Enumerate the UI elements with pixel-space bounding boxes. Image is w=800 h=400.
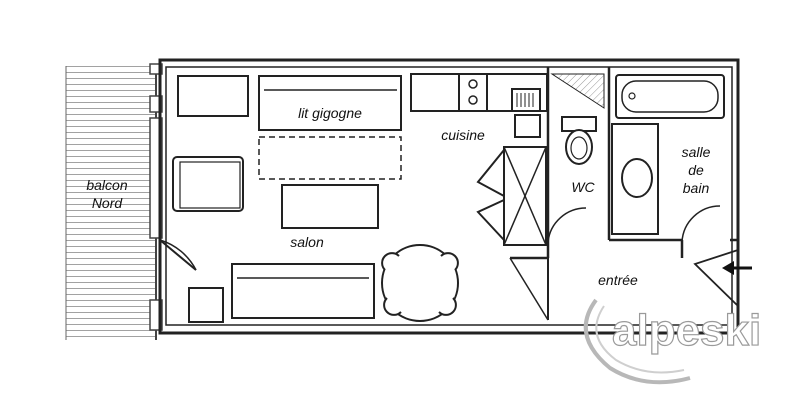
label-wc: WC: [571, 179, 595, 195]
dining-table: [381, 244, 459, 322]
toilet-tank: [561, 116, 597, 132]
label-de: de: [688, 162, 704, 178]
label-salle: salle: [682, 144, 711, 160]
bathroom: [611, 74, 725, 243]
watermark-text: alpeski: [612, 306, 761, 355]
salon-furniture: [172, 75, 459, 323]
oven: [511, 88, 541, 112]
arrow-left-icon: [722, 261, 752, 275]
label-nord: Nord: [92, 195, 124, 211]
sink: [514, 114, 541, 138]
lit-gigogne-bed: [258, 75, 402, 131]
doors: [159, 239, 739, 321]
coffee-table: [281, 184, 379, 229]
outer-walls: [158, 58, 740, 335]
label-salon: salon: [290, 234, 324, 250]
label-balcon: balcon: [86, 177, 127, 193]
lit-gigogne-pullout: [258, 136, 402, 180]
label-lit-gigogne: lit gigogne: [298, 105, 362, 121]
kitchen: [410, 73, 548, 246]
sofa: [231, 263, 375, 319]
alpeski-watermark: alpeski: [583, 298, 762, 385]
washbasin: [621, 158, 653, 198]
armchair: [172, 156, 244, 212]
room-labels: lit gigogne cuisine WC salle de bain bal…: [86, 105, 710, 288]
cabinet: [188, 287, 224, 323]
label-cuisine: cuisine: [441, 127, 485, 143]
shelf-top-left: [177, 75, 249, 117]
label-bain: bain: [683, 180, 710, 196]
label-entree: entrée: [598, 272, 638, 288]
wc-room: [547, 73, 605, 243]
